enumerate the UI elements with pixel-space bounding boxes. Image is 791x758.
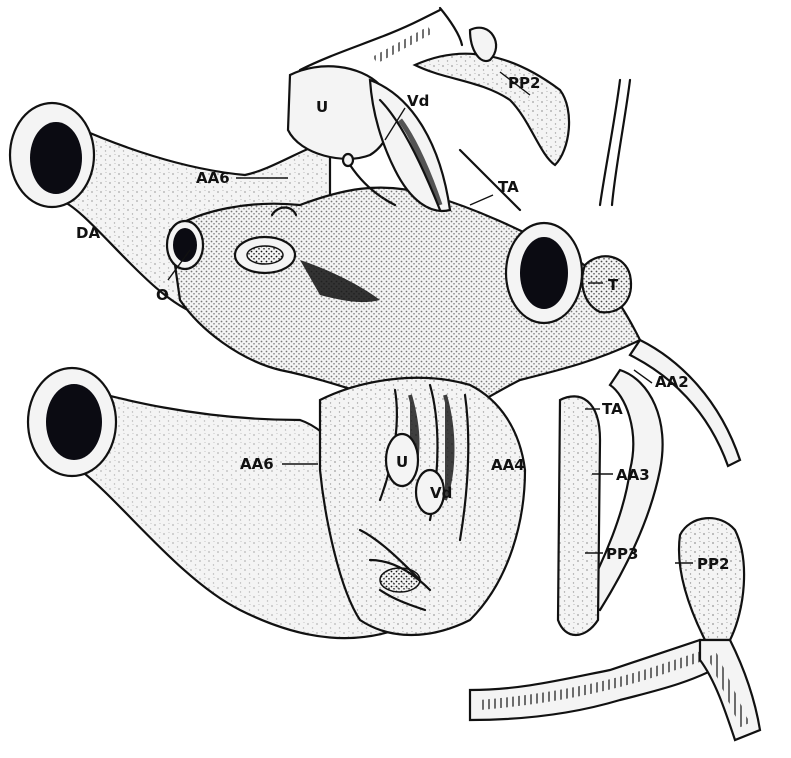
lower-basket [320,378,525,635]
label-ta-top: TA [498,178,519,196]
label-pp2-top: PP2 [508,74,540,92]
label-da: DA [76,224,100,242]
label-u-top: U [316,98,328,116]
label-pp3: PP3 [606,545,638,563]
label-aa3: AA3 [616,466,650,484]
label-ta-mid: TA [602,400,623,418]
right-arches [558,340,744,640]
label-vd-mid: Vd [430,484,452,502]
label-vd-top: Vd [407,92,429,110]
label-aa4: AA4 [491,456,525,474]
label-aa2: AA2 [655,373,689,391]
upper-cluster [288,8,630,211]
label-pp2-right: PP2 [697,555,729,573]
label-aa6-mid: AA6 [240,455,274,473]
label-t: T [608,276,619,294]
label-o: O [156,286,169,304]
central-ring [506,223,582,323]
thymus-lobe [582,256,631,312]
label-aa6-top: AA6 [196,169,230,187]
label-u-mid: U [396,453,408,471]
bottom-tube [470,640,760,740]
